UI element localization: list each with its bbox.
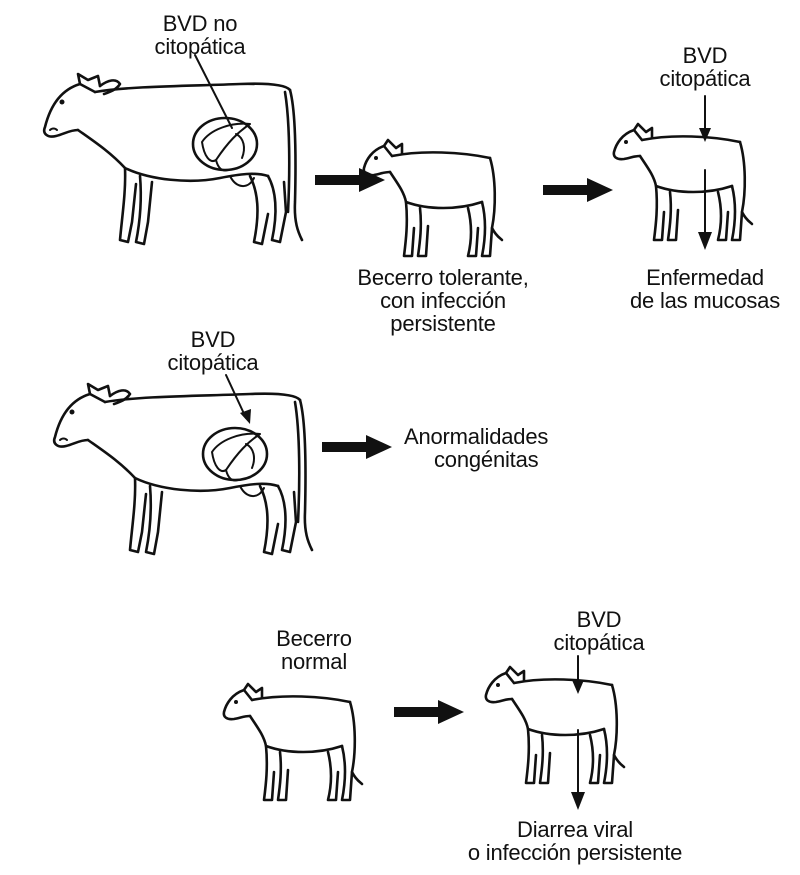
label-bvd-citopatica: BVD citopática [553, 607, 645, 655]
calf-icon [362, 138, 504, 258]
label-becerro-normal: Becerro normal [276, 626, 352, 674]
label-bvd-citopatica: BVD citopática [167, 327, 259, 375]
arrow-right-icon [394, 700, 464, 724]
calf-icon [612, 122, 754, 242]
pointer-line [225, 374, 247, 419]
calf-icon [222, 682, 364, 802]
pointer-line [194, 54, 233, 129]
arrow-right-icon [315, 168, 385, 192]
label-bvd-citopatica: BVD citopática [659, 43, 751, 91]
label-enfermedad-mucosas: Enfermedad de las mucosas [629, 265, 781, 313]
label-becerro-tolerante: Becerro tolerante, con infección persist… [357, 265, 529, 336]
cow-with-fetus-icon [42, 72, 304, 246]
arrow-right-icon [322, 435, 392, 459]
arrow-right-icon [543, 178, 613, 202]
label-anormalidades-congenitas: Anormalidades congénitas [404, 424, 549, 472]
label-diarrea-viral: Diarrea viral o infección persistente [467, 817, 683, 865]
calf-icon [484, 665, 626, 785]
cow-with-fetus-icon [52, 382, 314, 556]
label-bvd-no-citopatica: BVD no citopática [154, 11, 246, 59]
